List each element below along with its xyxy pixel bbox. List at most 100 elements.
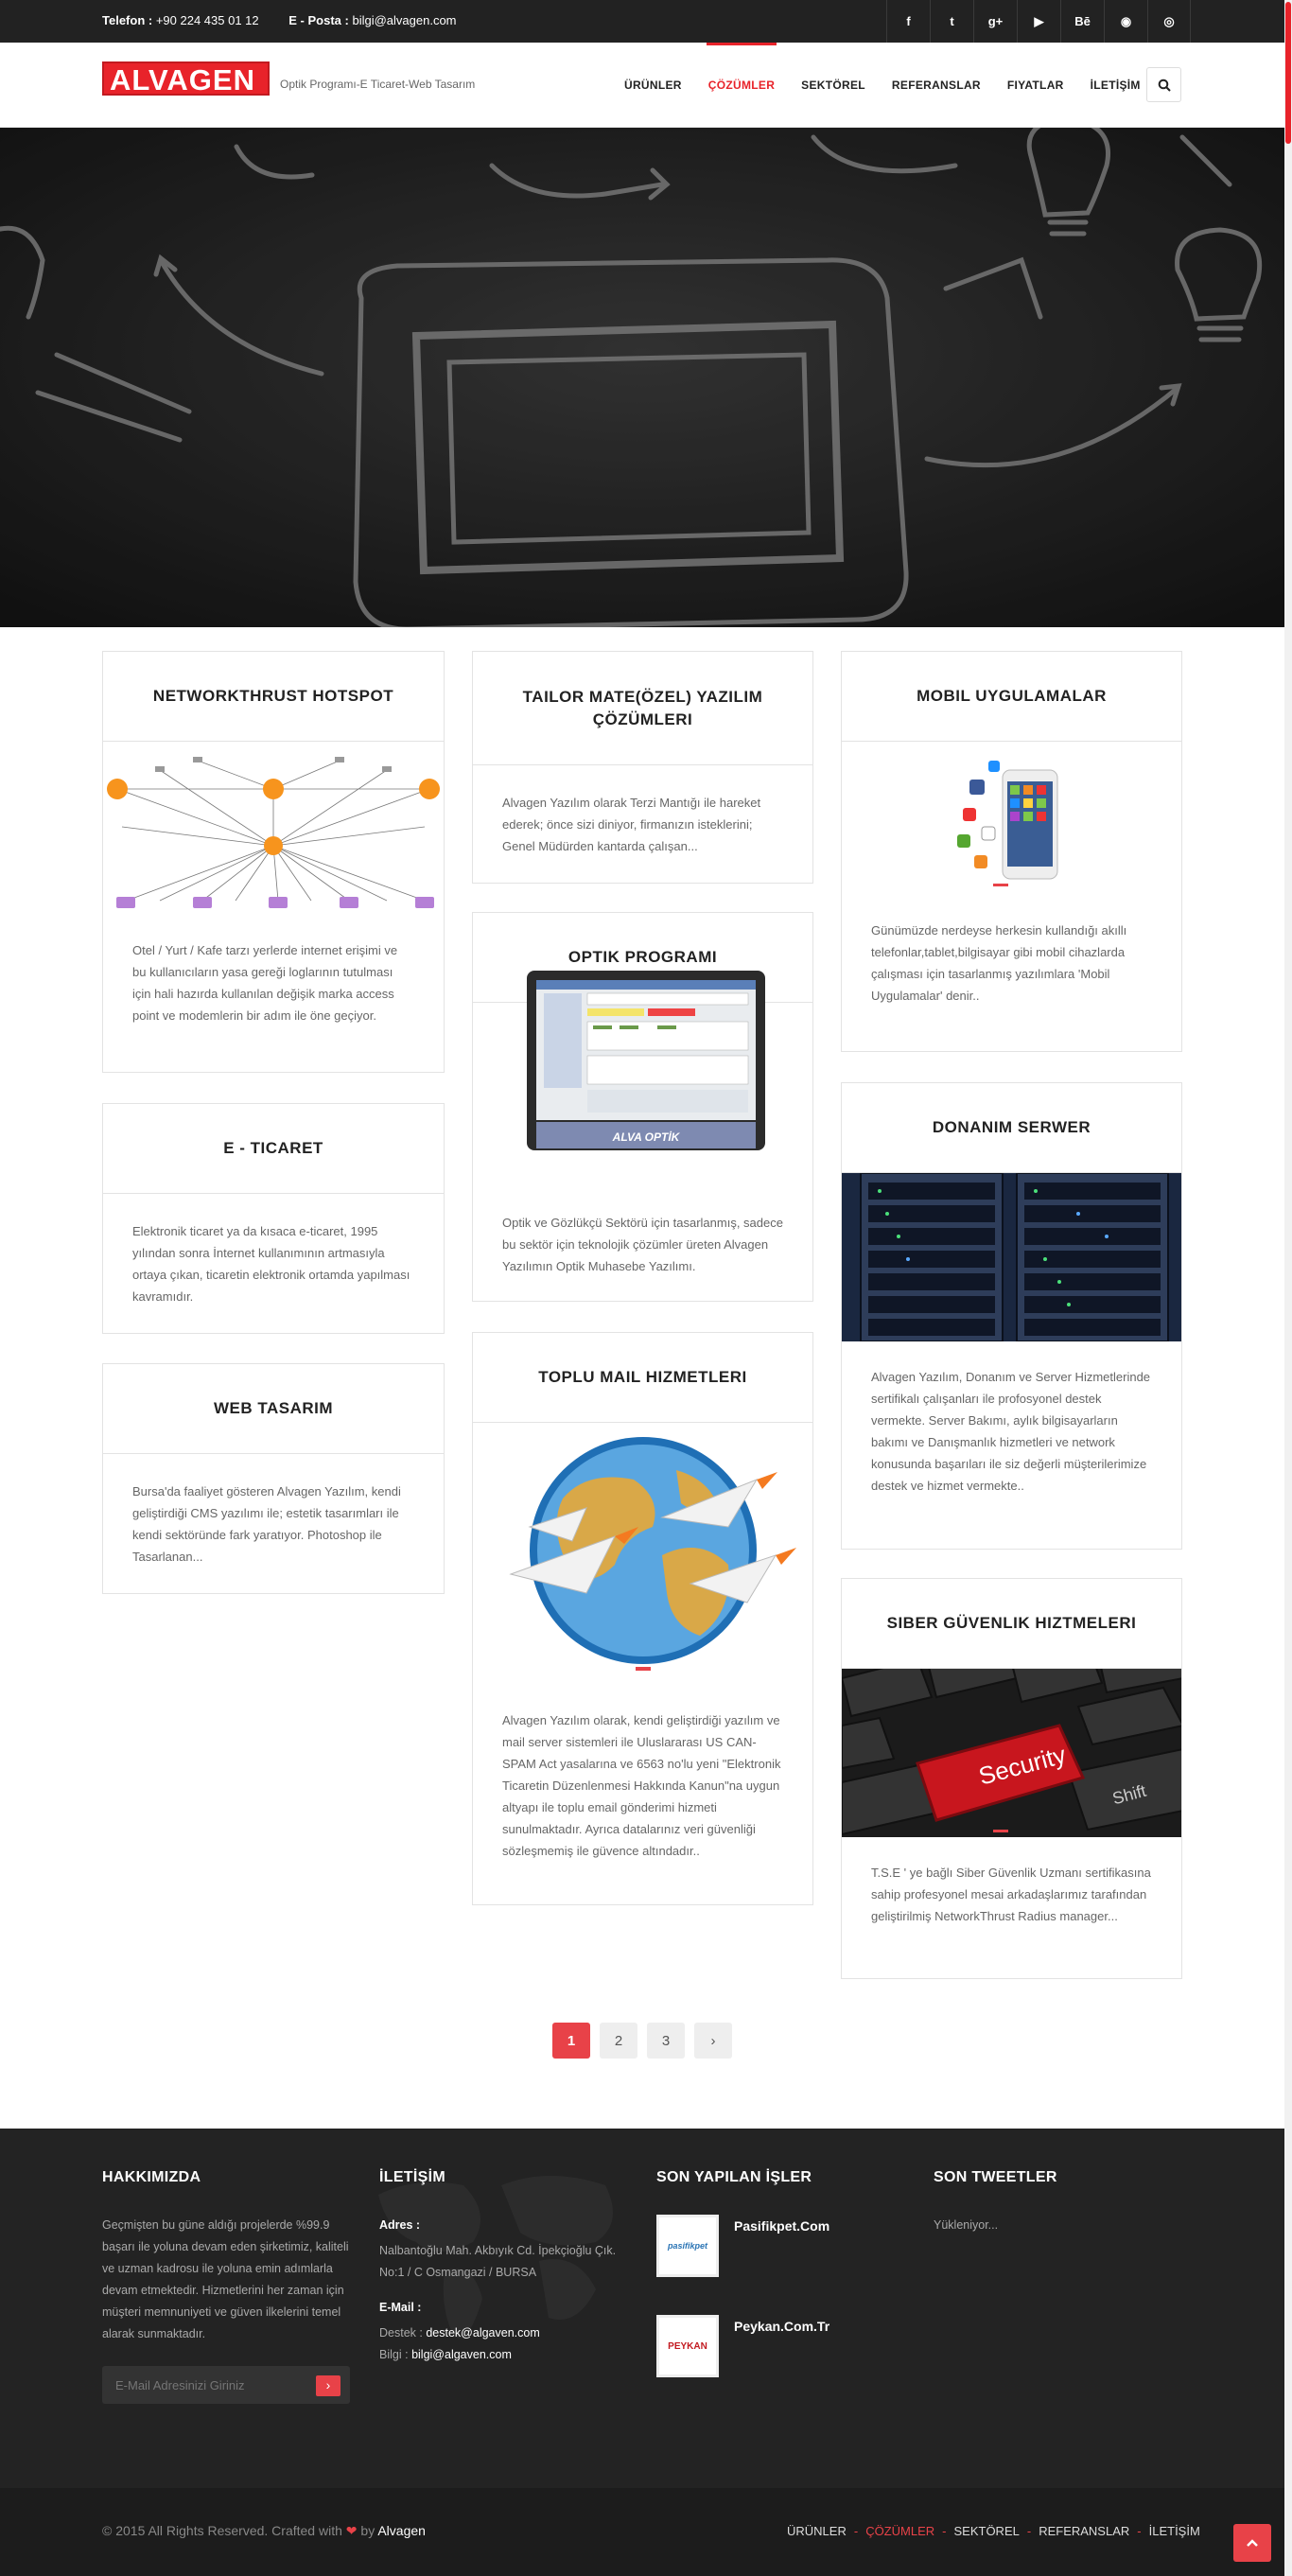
social-links: f t g+ ▶ Bē ◉ ◎ (886, 0, 1191, 43)
info-label: Bilgi : (379, 2348, 409, 2361)
copyright: © 2015 All Rights Reserved. Crafted with… (102, 2523, 426, 2539)
heart-icon: ❤ (345, 2523, 358, 2538)
card-optik-programi[interactable]: OPTIK PROGRAMI ALVA OPTİK Optik ve Gözlü… (472, 912, 813, 1302)
footer-contact-title: İLETİŞİM (379, 2169, 445, 2185)
optik-software-laptop-image: ALVA OPTİK (525, 971, 767, 1186)
work-item[interactable]: pasifikpet Pasifikpet.Com (656, 2215, 907, 2277)
brand-link[interactable]: Alvagen (377, 2523, 426, 2538)
support-email[interactable]: destek@algaven.com (426, 2326, 540, 2339)
support-label: Destek : (379, 2326, 423, 2339)
card-description: Alvagen Yazılım, Donanım ve Server Hizme… (871, 1370, 1151, 1493)
next-page-button[interactable]: › (694, 2023, 732, 2059)
footer-recent-works: SON YAPILAN İŞLER pasifikpet Pasifikpet.… (656, 2169, 907, 2377)
contact-info: Telefon : +90 224 435 01 12 E - Posta : … (102, 13, 483, 27)
card-siber-guvenlik[interactable]: SIBER GÜVENLIK HIZTMELERI Security Shift… (841, 1578, 1182, 1979)
card-web-tasarim[interactable]: WEB TASARIM Bursa'da faaliyet gösteren A… (102, 1363, 445, 1594)
footer-contact: İLETİŞİM Adres : Nalbantoğlu Mah. Akbıyı… (379, 2169, 630, 2366)
footer-nav-separator: - (853, 2524, 859, 2538)
info-email[interactable]: bilgi@algaven.com (411, 2348, 512, 2361)
newsletter-form: › (102, 2366, 350, 2404)
footer-nav-sektorel[interactable]: SEKTÖREL (953, 2524, 1020, 2538)
logo[interactable]: ALVAGEN (102, 61, 270, 96)
card-description: Optik ve Gözlükçü Sektörü için tasarlanm… (502, 1216, 783, 1273)
card-title[interactable]: TOPLU MAIL HIZMETLERI (473, 1333, 812, 1423)
top-bar: Telefon : +90 224 435 01 12 E - Posta : … (0, 0, 1284, 43)
card-description: T.S.E ' ye bağlı Siber Güvenlik Uzmanı s… (871, 1866, 1151, 1923)
footer-works-title: SON YAPILAN İŞLER (656, 2169, 812, 2185)
footer-nav-cozumler[interactable]: ÇÖZÜMLER (865, 2524, 935, 2538)
nav-item-cozumler[interactable]: ÇÖZÜMLER (695, 43, 788, 128)
card-title[interactable]: E - TICARET (103, 1104, 444, 1194)
chevron-up-icon (1247, 2539, 1258, 2547)
email-globe-image (473, 1423, 812, 1683)
card-title[interactable]: NETWORKTHRUST HOTSPOT (103, 652, 444, 742)
chalkboard-illustration (0, 128, 1284, 627)
email-section-label: E-Mail : (379, 2301, 422, 2314)
nav-item-urunler[interactable]: ÜRÜNLER (624, 79, 682, 92)
by-text: by (360, 2523, 375, 2538)
footer-nav-separator: - (1137, 2524, 1142, 2538)
search-button[interactable] (1146, 67, 1181, 102)
copyright-text: © 2015 All Rights Reserved. Crafted with (102, 2523, 342, 2538)
card-title[interactable]: MOBIL UYGULAMALAR (842, 652, 1181, 742)
card-description: Bursa'da faaliyet gösteren Alvagen Yazıl… (132, 1484, 401, 1564)
behance-icon[interactable]: Bē (1060, 0, 1104, 43)
footer-tweets-title: SON TWEETLER (934, 2169, 1057, 2185)
footer (0, 2129, 1284, 2488)
email-link[interactable]: bilgi@alvagen.com (352, 13, 457, 27)
card-description: Elektronik ticaret ya da kısaca e-ticare… (132, 1224, 410, 1304)
mobile-apps-image (842, 742, 1181, 893)
nav-item-iletisim[interactable]: İLETİŞİM (1090, 79, 1141, 92)
server-rack-image (842, 1173, 1181, 1341)
footer-nav-urunler[interactable]: ÜRÜNLER (787, 2524, 847, 2538)
card-title[interactable]: TAILOR MATE(ÖZEL) YAZILIM ÇÖZÜMLERI (473, 652, 812, 765)
email-label: E - Posta : (288, 13, 349, 27)
youtube-icon[interactable]: ▶ (1017, 0, 1060, 43)
address-text: Nalbantoğlu Mah. Akbıyık Cd. İpekçioğlu … (379, 2244, 617, 2279)
card-title[interactable]: SIBER GÜVENLIK HIZTMELERI (842, 1579, 1181, 1669)
nav-item-fiyatlar[interactable]: FIYATLAR (1006, 79, 1064, 92)
scrollbar-thumb[interactable] (1285, 2, 1291, 144)
dribbble-icon[interactable]: ◎ (1147, 0, 1191, 43)
card-description: Günümüzde nerdeyse herkesin kullandığı a… (871, 923, 1127, 1003)
footer-nav-referanslar[interactable]: REFERANSLAR (1039, 2524, 1130, 2538)
footer-nav-separator: - (1026, 2524, 1032, 2538)
work-title[interactable]: Peykan.Com.Tr (734, 2319, 830, 2334)
address-label: Adres : (379, 2218, 421, 2232)
card-donanim-serwer[interactable]: DONANIM SERWER Alvagen Yazılım, Donanım … (841, 1082, 1182, 1550)
twitter-icon[interactable]: t (930, 0, 973, 43)
card-mobil-uygulamalar[interactable]: MOBIL UYGULAMALAR Günümüzde nerdeyse her… (841, 651, 1182, 1052)
pinterest-icon[interactable]: ◉ (1104, 0, 1147, 43)
page-3-button[interactable]: 3 (647, 2023, 685, 2059)
footer-nav-iletisim[interactable]: İLETİŞİM (1148, 2524, 1200, 2538)
work-thumbnail[interactable]: pasifikpet (656, 2215, 719, 2277)
card-description: Alvagen Yazılım olarak, kendi geliştirdi… (502, 1713, 781, 1858)
card-title[interactable]: DONANIM SERWER (842, 1083, 1181, 1173)
card-e-ticaret[interactable]: E - TICARET Elektronik ticaret ya da kıs… (102, 1103, 445, 1334)
bottom-bar: © 2015 All Rights Reserved. Crafted with… (0, 2488, 1284, 2576)
footer-tweets: SON TWEETLER Yükleniyor... (934, 2169, 1184, 2236)
card-title[interactable]: WEB TASARIM (103, 1364, 444, 1454)
work-title[interactable]: Pasifikpet.Com (734, 2218, 830, 2234)
world-map-background (378, 2176, 613, 2339)
hero-banner (0, 128, 1284, 627)
page-1-button[interactable]: 1 (552, 2023, 590, 2059)
card-tailor-mate[interactable]: TAILOR MATE(ÖZEL) YAZILIM ÇÖZÜMLERI Alva… (472, 651, 813, 884)
footer-nav-separator: - (942, 2524, 947, 2538)
page-2-button[interactable]: 2 (600, 2023, 637, 2059)
card-toplu-mail[interactable]: TOPLU MAIL HIZMETLERI Alvagen Yazılım ol… (472, 1332, 813, 1905)
phone-number: +90 224 435 01 12 (155, 13, 259, 27)
work-thumbnail[interactable]: PEYKAN (656, 2315, 719, 2377)
nav-item-sektorel[interactable]: SEKTÖREL (801, 79, 865, 92)
newsletter-submit-button[interactable]: › (316, 2375, 340, 2396)
back-to-top-button[interactable] (1233, 2524, 1271, 2562)
work-item[interactable]: PEYKAN Peykan.Com.Tr (656, 2315, 907, 2377)
search-icon (1158, 79, 1171, 92)
google-plus-icon[interactable]: g+ (973, 0, 1017, 43)
newsletter-email-input[interactable] (102, 2366, 315, 2404)
facebook-icon[interactable]: f (886, 0, 930, 43)
page-scrollbar[interactable] (1284, 0, 1292, 2576)
card-networkthrust-hotspot[interactable]: NETWORKTHRUST HOTSPOT Otel / Yurt / Kafe… (102, 651, 445, 1073)
nav-item-referanslar[interactable]: REFERANSLAR (891, 79, 981, 92)
footer-about-text: Geçmişten bu güne aldığı projelerde %99.… (102, 2218, 349, 2340)
